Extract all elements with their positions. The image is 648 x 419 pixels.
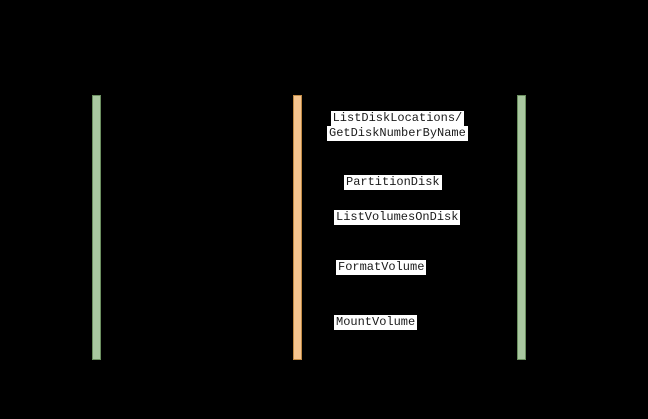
message-text-line: ListDiskLocations/ (330, 111, 465, 126)
message-label-partition-disk: PartitionDisk (344, 175, 442, 190)
message-label-format-volume: FormatVolume (336, 260, 427, 275)
message-label-list-disk-locations: ListDiskLocations/ GetDiskNumberByName (327, 111, 468, 141)
message-text-line: PartitionDisk (344, 175, 442, 190)
message-text-line: ListVolumesOnDisk (334, 210, 461, 225)
message-label-list-volumes-on-disk: ListVolumesOnDisk (334, 210, 461, 225)
message-text-line: FormatVolume (336, 260, 427, 275)
right-activation-bar (517, 95, 526, 360)
message-text-line: MountVolume (334, 315, 418, 330)
left-activation-bar (92, 95, 101, 360)
middle-activation-bar (293, 95, 302, 360)
message-label-mount-volume: MountVolume (334, 315, 418, 330)
message-text-line: GetDiskNumberByName (327, 126, 468, 141)
